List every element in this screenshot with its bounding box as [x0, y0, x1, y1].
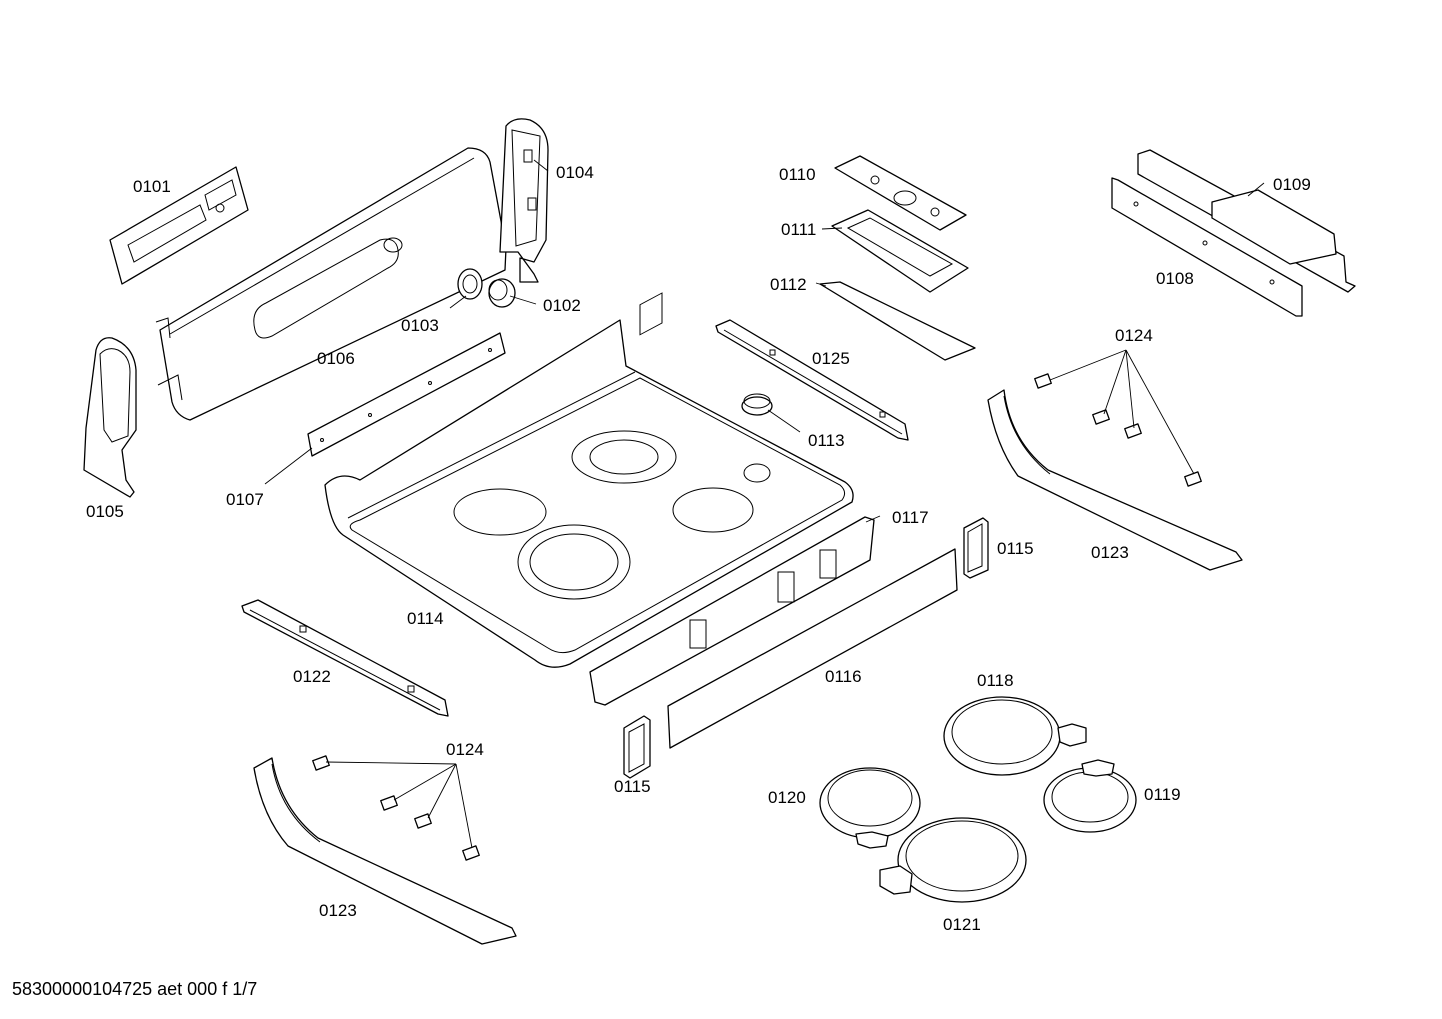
label-0121: 0121 — [943, 915, 981, 934]
part-0115-end-block-right — [963, 517, 989, 579]
part-0122-rail — [241, 599, 449, 717]
part-0109-mount-bracket — [1137, 149, 1356, 293]
label-0123-right: 0123 — [1091, 543, 1129, 562]
part-0123-trim-left — [253, 757, 517, 945]
part-0106-control-panel — [155, 147, 507, 421]
label-0109: 0109 — [1273, 175, 1311, 194]
label-0111: 0111 — [781, 220, 816, 239]
part-0118-burner-ring — [943, 696, 1087, 776]
part-0111-board-tray — [831, 209, 969, 293]
label-0125: 0125 — [812, 349, 850, 368]
label-0122: 0122 — [293, 667, 331, 686]
label-0116: 0116 — [825, 667, 862, 686]
label-0108: 0108 — [1156, 269, 1194, 288]
part-0120-burner-ring — [819, 767, 921, 849]
part-0101-control-board — [109, 166, 249, 285]
part-0119-burner-ring — [1043, 759, 1137, 833]
label-0104: 0104 — [556, 163, 594, 182]
part-labels: 0101 0102 0103 0104 0105 0106 0107 0108 … — [86, 163, 1311, 934]
leader-lines — [264, 159, 1265, 849]
part-0125-rail — [715, 319, 909, 441]
part-0124-clips-right — [1034, 373, 1202, 487]
label-0113: 0113 — [808, 431, 845, 450]
part-0115-end-block-left — [623, 715, 651, 779]
part-0117-front-rail — [589, 292, 875, 706]
part-0108-front-strip — [1111, 177, 1303, 317]
label-0118: 0118 — [977, 671, 1014, 690]
part-0102-knob — [488, 278, 516, 308]
label-0124-left: 0124 — [446, 740, 484, 759]
label-0101: 0101 — [133, 177, 171, 196]
label-0124-right: 0124 — [1115, 326, 1153, 345]
part-0114-cooktop — [324, 319, 854, 668]
label-0110: 0110 — [779, 165, 816, 184]
label-0115-right: 0115 — [997, 539, 1034, 558]
label-0106: 0106 — [317, 349, 355, 368]
label-0105: 0105 — [86, 502, 124, 521]
document-footer-id: 58300000104725 aet 000 f 1/7 — [12, 979, 258, 999]
part-0123-trim-right — [987, 389, 1243, 571]
part-0124-clips-left — [312, 755, 480, 861]
part-0113-button — [741, 393, 773, 416]
part-0121-burner-ring — [879, 817, 1027, 903]
label-0120: 0120 — [768, 788, 806, 807]
label-0117: 0117 — [892, 508, 929, 527]
label-0119: 0119 — [1144, 785, 1181, 804]
part-0110-electronic-board — [834, 155, 967, 231]
part-0105-end-cap-left — [83, 337, 137, 498]
label-0112: 0112 — [770, 275, 807, 294]
label-0123-left: 0123 — [319, 901, 357, 920]
label-0107: 0107 — [226, 490, 264, 509]
part-0104-end-cap-right — [499, 118, 549, 283]
part-0116-glass-strip — [667, 548, 958, 749]
part-0112-cover-plate — [819, 281, 976, 361]
label-0114: 0114 — [407, 609, 444, 628]
label-0115-left: 0115 — [614, 777, 651, 796]
part-0103-knob-ring — [457, 268, 483, 300]
label-0103: 0103 — [401, 316, 439, 335]
label-0102: 0102 — [543, 296, 581, 315]
